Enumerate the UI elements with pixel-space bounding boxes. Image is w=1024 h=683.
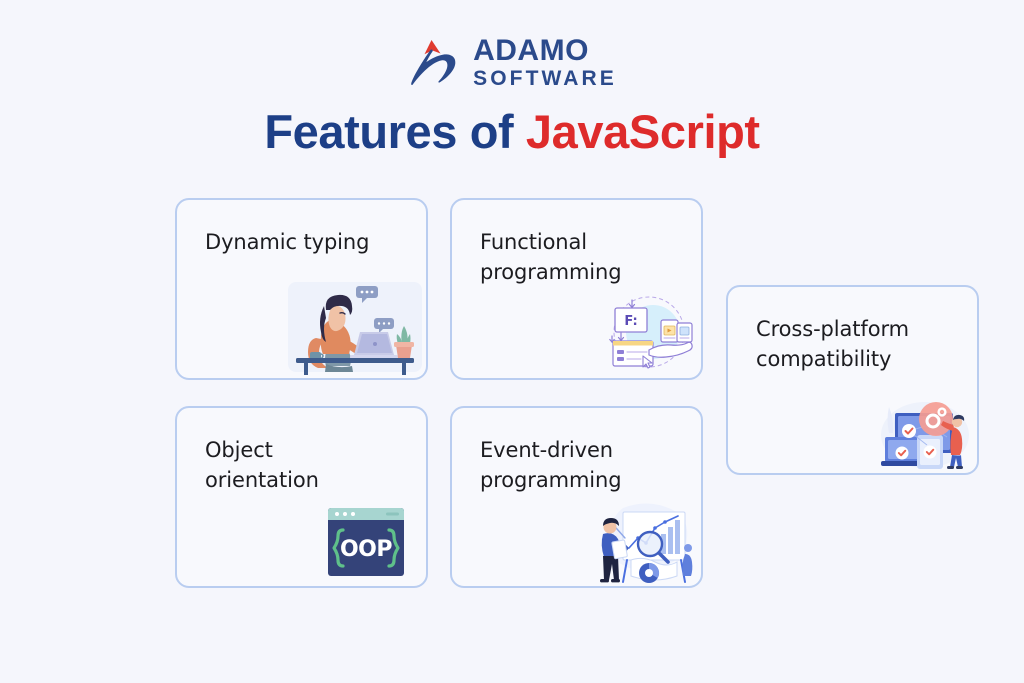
oop-code-window-illustration-icon: OOP: [328, 508, 404, 576]
svg-text:OOP: OOP: [340, 537, 392, 562]
brand-name-top: ADAMO: [473, 34, 589, 67]
code-flowchart-illustration-icon: F:: [609, 296, 693, 369]
brand-logo: ADAMO SOFTWARE: [0, 34, 1024, 90]
feature-card-title: Object orientation: [205, 438, 319, 492]
feature-card-title: Cross-platform compatibility: [756, 317, 909, 371]
page-title: Features of JavaScript: [0, 104, 1024, 159]
feature-card-title: Functional programming: [480, 230, 622, 284]
feature-card-title: Event-driven programming: [480, 438, 622, 492]
feature-card-event-driven[interactable]: Event-driven programming: [450, 406, 703, 588]
brand-wordmark: ADAMO SOFTWARE: [473, 34, 617, 90]
feature-card-dynamic-typing[interactable]: Dynamic typing: [175, 198, 428, 380]
brand-name-bottom: SOFTWARE: [473, 66, 617, 90]
multi-device-checkmarks-illustration-icon: [881, 402, 969, 469]
analyst-with-charts-illustration-icon: [600, 503, 693, 583]
feature-card-object-orientation[interactable]: Object orientation OOP: [175, 406, 428, 588]
adamo-swoosh-logo-icon: [411, 40, 456, 86]
svg-text:F:: F:: [624, 314, 637, 329]
page-title-prefix: Features of: [264, 105, 526, 158]
feature-card-title: Dynamic typing: [205, 230, 370, 254]
page-title-highlight: JavaScript: [525, 105, 760, 158]
feature-card-functional-programming[interactable]: Functional programming F:: [450, 198, 703, 380]
feature-card-cross-platform[interactable]: Cross-platform compatibility: [726, 285, 979, 475]
woman-at-desk-with-laptop-illustration-icon: [282, 280, 424, 376]
